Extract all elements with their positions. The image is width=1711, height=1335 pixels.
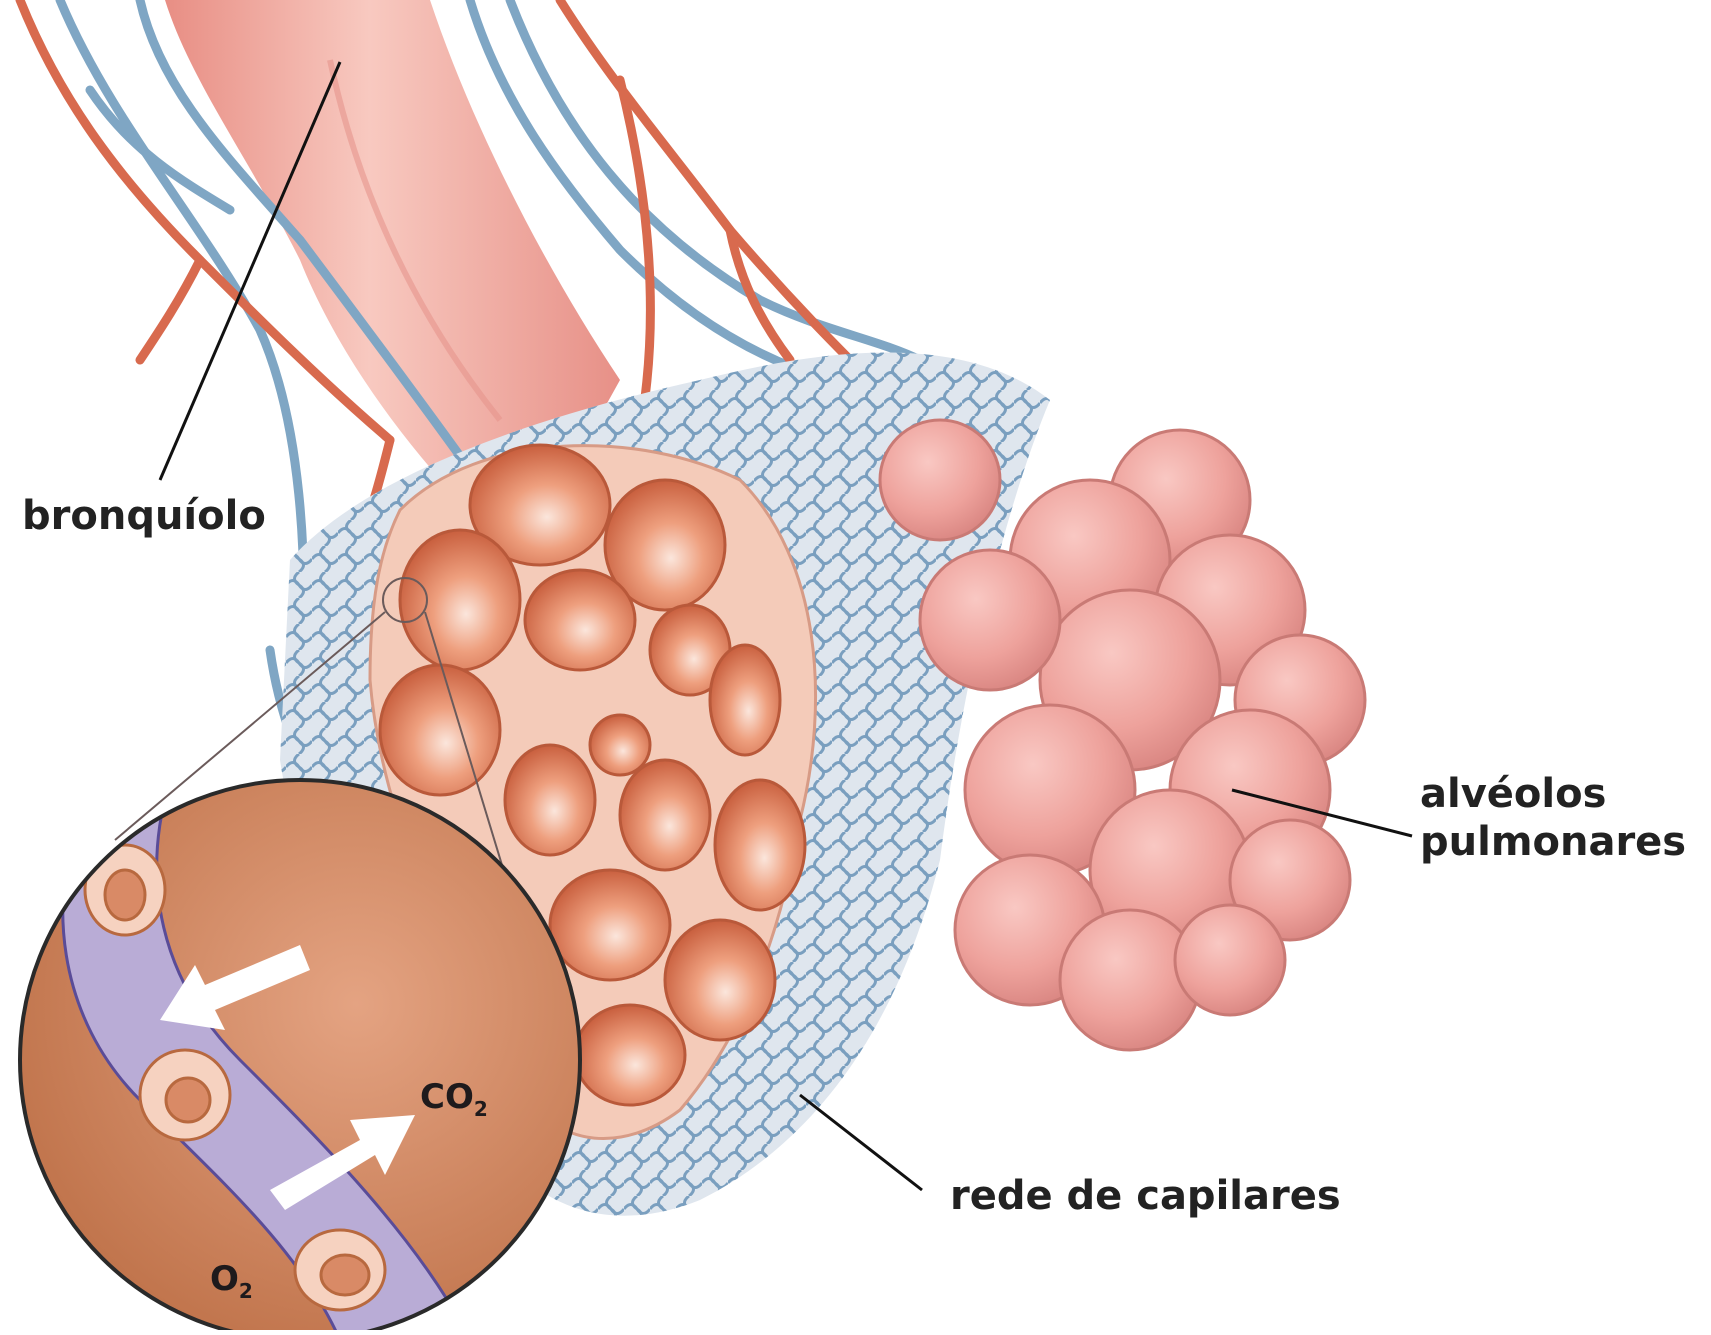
alveoli-label-line1: alvéolos [1420, 770, 1686, 818]
gas-exchange-inset: CO2 O2 [20, 780, 580, 1330]
leader-capillaries [800, 1095, 922, 1190]
bronchiole-label: bronquíolo [22, 492, 266, 540]
capillaries-label: rede de capilares [950, 1172, 1341, 1220]
alveoli-label: alvéolos pulmonares [1420, 770, 1686, 866]
alveoli-label-line2: pulmonares [1420, 818, 1686, 866]
